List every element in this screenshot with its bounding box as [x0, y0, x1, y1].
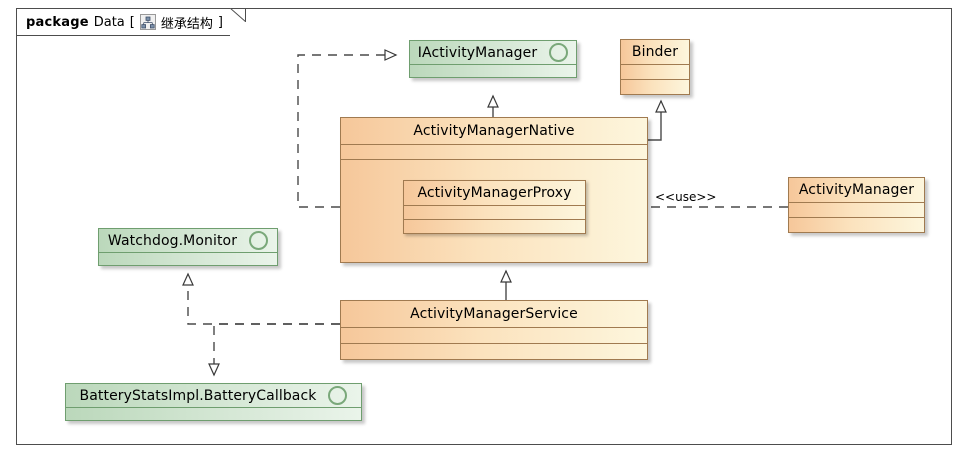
edge-label-use: <<use>>	[655, 190, 717, 204]
node-activitymanagerproxy-title: ActivityManagerProxy	[417, 185, 572, 201]
node-activitymanagernative-members	[341, 159, 647, 262]
node-activitymanagerproxy-header: ActivityManagerProxy	[404, 181, 585, 205]
node-binder[interactable]: Binder	[620, 39, 690, 95]
node-iactivitymanager-members	[410, 64, 576, 78]
node-activitymanager-header: ActivityManager	[789, 178, 924, 202]
package-tab-corner	[229, 8, 246, 38]
node-activitymanagerservice-methods	[341, 343, 647, 359]
node-iactivitymanager[interactable]: IActivityManager	[409, 40, 577, 78]
node-activitymanagerservice[interactable]: ActivityManagerService	[340, 300, 648, 360]
node-activitymanagerservice-title: ActivityManagerService	[410, 306, 578, 322]
node-watchdogmonitor-title: Watchdog.Monitor	[107, 232, 238, 249]
node-activitymanagerproxy-methods	[404, 219, 585, 233]
package-diagram-label: 继承结构	[160, 16, 213, 32]
node-activitymanagernative-header: ActivityManagerNative	[341, 118, 647, 144]
node-activitymanagerservice-header: ActivityManagerService	[341, 301, 647, 327]
hierarchy-icon	[139, 14, 156, 30]
node-activitymanager-attributes	[789, 202, 924, 217]
node-activitymanagernative-attributes	[341, 144, 647, 159]
node-activitymanager-methods	[789, 217, 924, 232]
node-activitymanager-title: ActivityManager	[798, 182, 915, 198]
package-tab: package Data [ 继承结构 ]	[16, 8, 246, 38]
node-binder-header: Binder	[621, 40, 689, 64]
node-iactivitymanager-header: IActivityManager	[410, 41, 576, 64]
interface-circle-icon	[328, 386, 348, 405]
node-batterystatscallback-members	[66, 407, 361, 421]
node-activitymanagerproxy-attributes	[404, 205, 585, 219]
node-activitymanagernative-title: ActivityManagerNative	[413, 123, 575, 139]
package-keyword: package	[26, 14, 89, 30]
node-binder-attributes	[621, 64, 689, 79]
node-iactivitymanager-title: IActivityManager	[417, 44, 538, 61]
node-batterystatscallback[interactable]: BatteryStatsImpl.BatteryCallback	[65, 383, 362, 421]
node-binder-title: Binder	[631, 44, 679, 60]
node-batterystatscallback-header: BatteryStatsImpl.BatteryCallback	[66, 384, 361, 407]
package-name: Data	[93, 14, 125, 30]
interface-circle-icon	[249, 231, 269, 250]
package-bracket-open: [	[129, 14, 135, 30]
node-watchdogmonitor-members	[99, 252, 277, 266]
interface-circle-icon	[549, 43, 569, 62]
node-activitymanager[interactable]: ActivityManager	[788, 177, 925, 233]
node-activitymanagerservice-attributes	[341, 327, 647, 343]
node-batterystatscallback-title: BatteryStatsImpl.BatteryCallback	[79, 387, 317, 404]
package-bracket-close: ]	[217, 14, 223, 30]
node-watchdogmonitor-header: Watchdog.Monitor	[99, 229, 277, 252]
node-binder-methods	[621, 79, 689, 94]
node-watchdogmonitor[interactable]: Watchdog.Monitor	[98, 228, 278, 266]
node-activitymanagerproxy[interactable]: ActivityManagerProxy	[403, 180, 586, 234]
